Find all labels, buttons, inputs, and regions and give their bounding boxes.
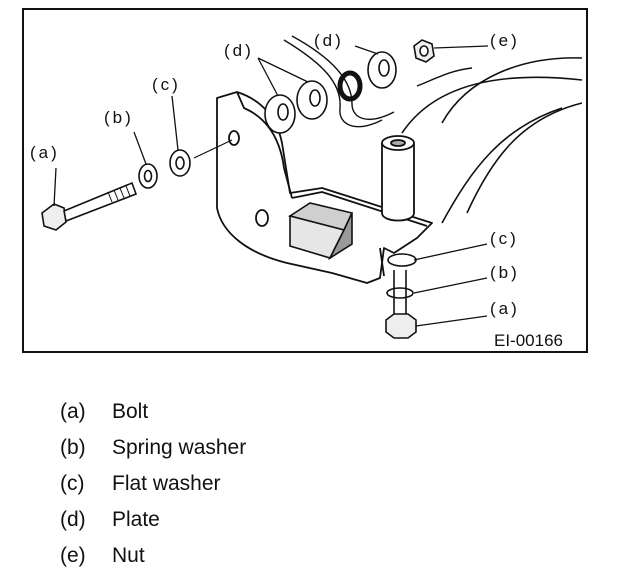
- rubber-mount: [288, 202, 354, 261]
- upper-nut: [413, 39, 435, 63]
- figure-frame: [22, 8, 588, 353]
- figure-id: EI-00166: [494, 331, 563, 350]
- lower-flat-washer: [387, 253, 417, 267]
- legend-item-b: (b) Spring washer: [60, 430, 460, 466]
- bracket: [216, 91, 433, 284]
- exploded-diagram: (a) (b) (c) (d) (d) (e) (c) (b) (a) EI-0…: [22, 8, 588, 353]
- wire-harness: [283, 35, 473, 128]
- upper-flat-washer: [367, 51, 397, 89]
- legend-text: Bolt: [112, 400, 149, 423]
- callout-left-c: (c): [152, 75, 181, 94]
- callout-left-a: (a): [30, 143, 60, 162]
- legend-key: (a): [60, 400, 86, 423]
- mount-stud: [381, 135, 415, 222]
- callout-top-d-1: (d): [224, 41, 254, 60]
- legend-text: Nut: [112, 544, 145, 567]
- legend-text: Flat washer: [112, 472, 221, 495]
- upper-plate-1: [264, 94, 296, 134]
- callout-right-b: (b): [490, 263, 520, 282]
- legend-item-e: (e) Nut: [60, 538, 460, 574]
- legend-key: (e): [60, 544, 86, 567]
- lower-bolt: [385, 270, 417, 339]
- legend-item-d: (d) Plate: [60, 502, 460, 538]
- legend-key: (c): [60, 472, 85, 495]
- legend-text: Spring washer: [112, 436, 247, 459]
- leader-lines: [53, 45, 489, 327]
- left-spring-washer: [138, 163, 158, 189]
- legend-text: Plate: [112, 508, 160, 531]
- callout-top-e: (e): [490, 31, 520, 50]
- callout-right-a: (a): [490, 299, 520, 318]
- parts-legend: (a) Bolt (b) Spring washer (c) Flat wash…: [60, 394, 460, 574]
- left-flat-washer: [169, 149, 191, 177]
- legend-key: (d): [60, 508, 86, 531]
- callout-right-c: (c): [490, 229, 519, 248]
- upper-plate-2: [296, 80, 328, 120]
- legend-key: (b): [60, 436, 86, 459]
- body-panel: [401, 57, 583, 224]
- callout-left-b: (b): [104, 108, 134, 127]
- upper-spring-washer: [337, 70, 363, 102]
- legend-item-c: (c) Flat washer: [60, 466, 460, 502]
- legend-item-a: (a) Bolt: [60, 394, 460, 430]
- callout-top-d-2: (d): [314, 31, 344, 50]
- lower-spring-washer: [386, 287, 414, 299]
